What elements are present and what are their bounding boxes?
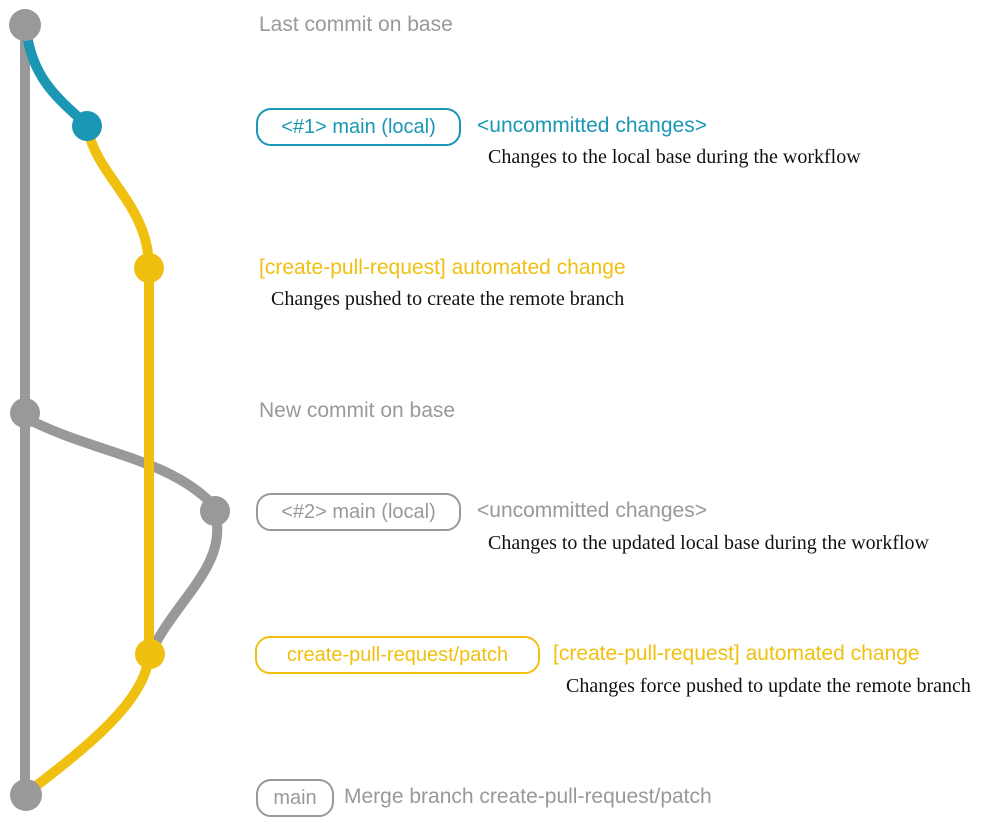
branch-badge-main-local-1: <#1> main (local): [256, 108, 461, 146]
annotation-merge-branch: Merge branch create-pull-request/patch: [344, 785, 712, 808]
annotation-uncommitted-changes-2: <uncommitted changes>: [477, 499, 707, 522]
commit-new-base: [10, 398, 40, 428]
base-to-main2-curve: [21, 413, 219, 511]
main2-to-patch-curve: [147, 511, 223, 655]
annotation-automated-change-2: [create-pull-request] automated change: [553, 642, 920, 665]
branch-badge-create-pull-request-patch: create-pull-request/patch: [255, 636, 540, 674]
annotation-automated-change-1: [create-pull-request] automated change: [259, 256, 626, 279]
branch-badge-main-local-2: <#2> main (local): [256, 493, 461, 531]
commit-last-base: [9, 9, 41, 41]
annotation-new-commit-on-base: New commit on base: [259, 399, 456, 422]
base-to-main1-curve: [21, 25, 91, 129]
annotation-uncommitted-changes-1: <uncommitted changes>: [477, 114, 707, 137]
description-updated-base-changes: Changes to the updated local base during…: [488, 532, 929, 554]
commit-merge: [10, 779, 42, 811]
commit-main2: [200, 496, 230, 526]
branch-badge-main: main: [256, 779, 334, 817]
commit-auto-change1: [134, 253, 164, 283]
description-push-create-remote: Changes pushed to create the remote bran…: [271, 288, 625, 310]
description-force-push-remote: Changes force pushed to update the remot…: [566, 675, 971, 697]
commit-auto-change2: [135, 639, 165, 669]
description-local-base-changes: Changes to the local base during the wor…: [488, 146, 861, 168]
annotation-last-commit-on-base: Last commit on base: [259, 13, 453, 36]
commit-main1: [72, 111, 102, 141]
